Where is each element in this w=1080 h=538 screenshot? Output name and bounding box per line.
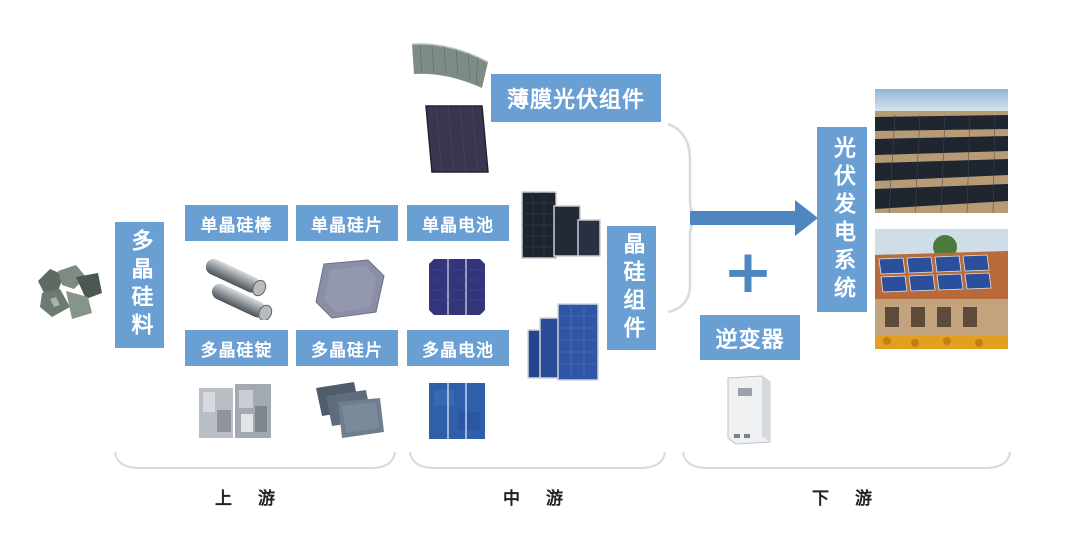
- node-thin-film-module: 薄膜光伏组件: [491, 74, 661, 122]
- multi-wafer-icon: [316, 382, 384, 438]
- multi-module-icon: [527, 303, 599, 381]
- node-mono-cell: 单晶电池: [407, 205, 509, 241]
- node-multi-cell: 多晶电池: [407, 330, 509, 366]
- silicon-rod-icon: [205, 258, 273, 320]
- mono-module-icon: [521, 191, 601, 259]
- ingot-icon: [199, 384, 271, 438]
- upstream-bracket: [114, 451, 396, 469]
- mono-cell-icon: [429, 259, 485, 315]
- section-upstream: 上 游: [215, 489, 285, 509]
- node-mono-rod: 单晶硅棒: [185, 205, 288, 241]
- node-pv-power-system: 光伏发电系统: [817, 127, 867, 312]
- inverter-icon: [727, 375, 771, 445]
- flexible-film-icon: [411, 43, 489, 88]
- section-downstream: 下 游: [812, 489, 882, 509]
- node-crystalline-module: 晶硅组件: [607, 226, 656, 350]
- mono-wafer-icon: [315, 259, 385, 319]
- solar-farm-icon: [875, 89, 1008, 213]
- section-midstream: 中 游: [503, 489, 573, 509]
- node-mono-wafer: 单晶硅片: [296, 205, 398, 241]
- downstream-bracket: [682, 451, 1011, 469]
- node-inverter: 逆变器: [700, 315, 800, 360]
- thin-film-panel-icon: [425, 105, 489, 173]
- node-multi-ingot: 多晶硅锭: [185, 330, 288, 366]
- node-multi-wafer: 多晶硅片: [296, 330, 398, 366]
- main-arrow: [690, 200, 818, 236]
- multi-cell-icon: [429, 383, 485, 439]
- rooftop-solar-icon: [875, 229, 1008, 349]
- raw-silicon-icon: [38, 265, 102, 319]
- midstream-bracket: [409, 451, 666, 469]
- plus-sign: +: [722, 237, 774, 307]
- node-polysilicon: 多晶硅料: [115, 222, 164, 348]
